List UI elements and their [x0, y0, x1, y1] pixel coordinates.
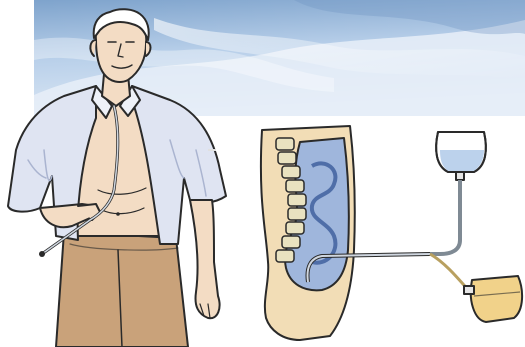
supply-bag: [436, 132, 486, 180]
patient-figure: [8, 9, 226, 347]
drain-bag: [464, 276, 522, 322]
patient-head: [90, 9, 150, 82]
inflow-line: [430, 180, 460, 254]
dialysate-bags: [430, 132, 522, 322]
right-arm: [190, 200, 220, 318]
abdominal-cross-section: [261, 126, 430, 340]
trousers: [56, 232, 188, 347]
